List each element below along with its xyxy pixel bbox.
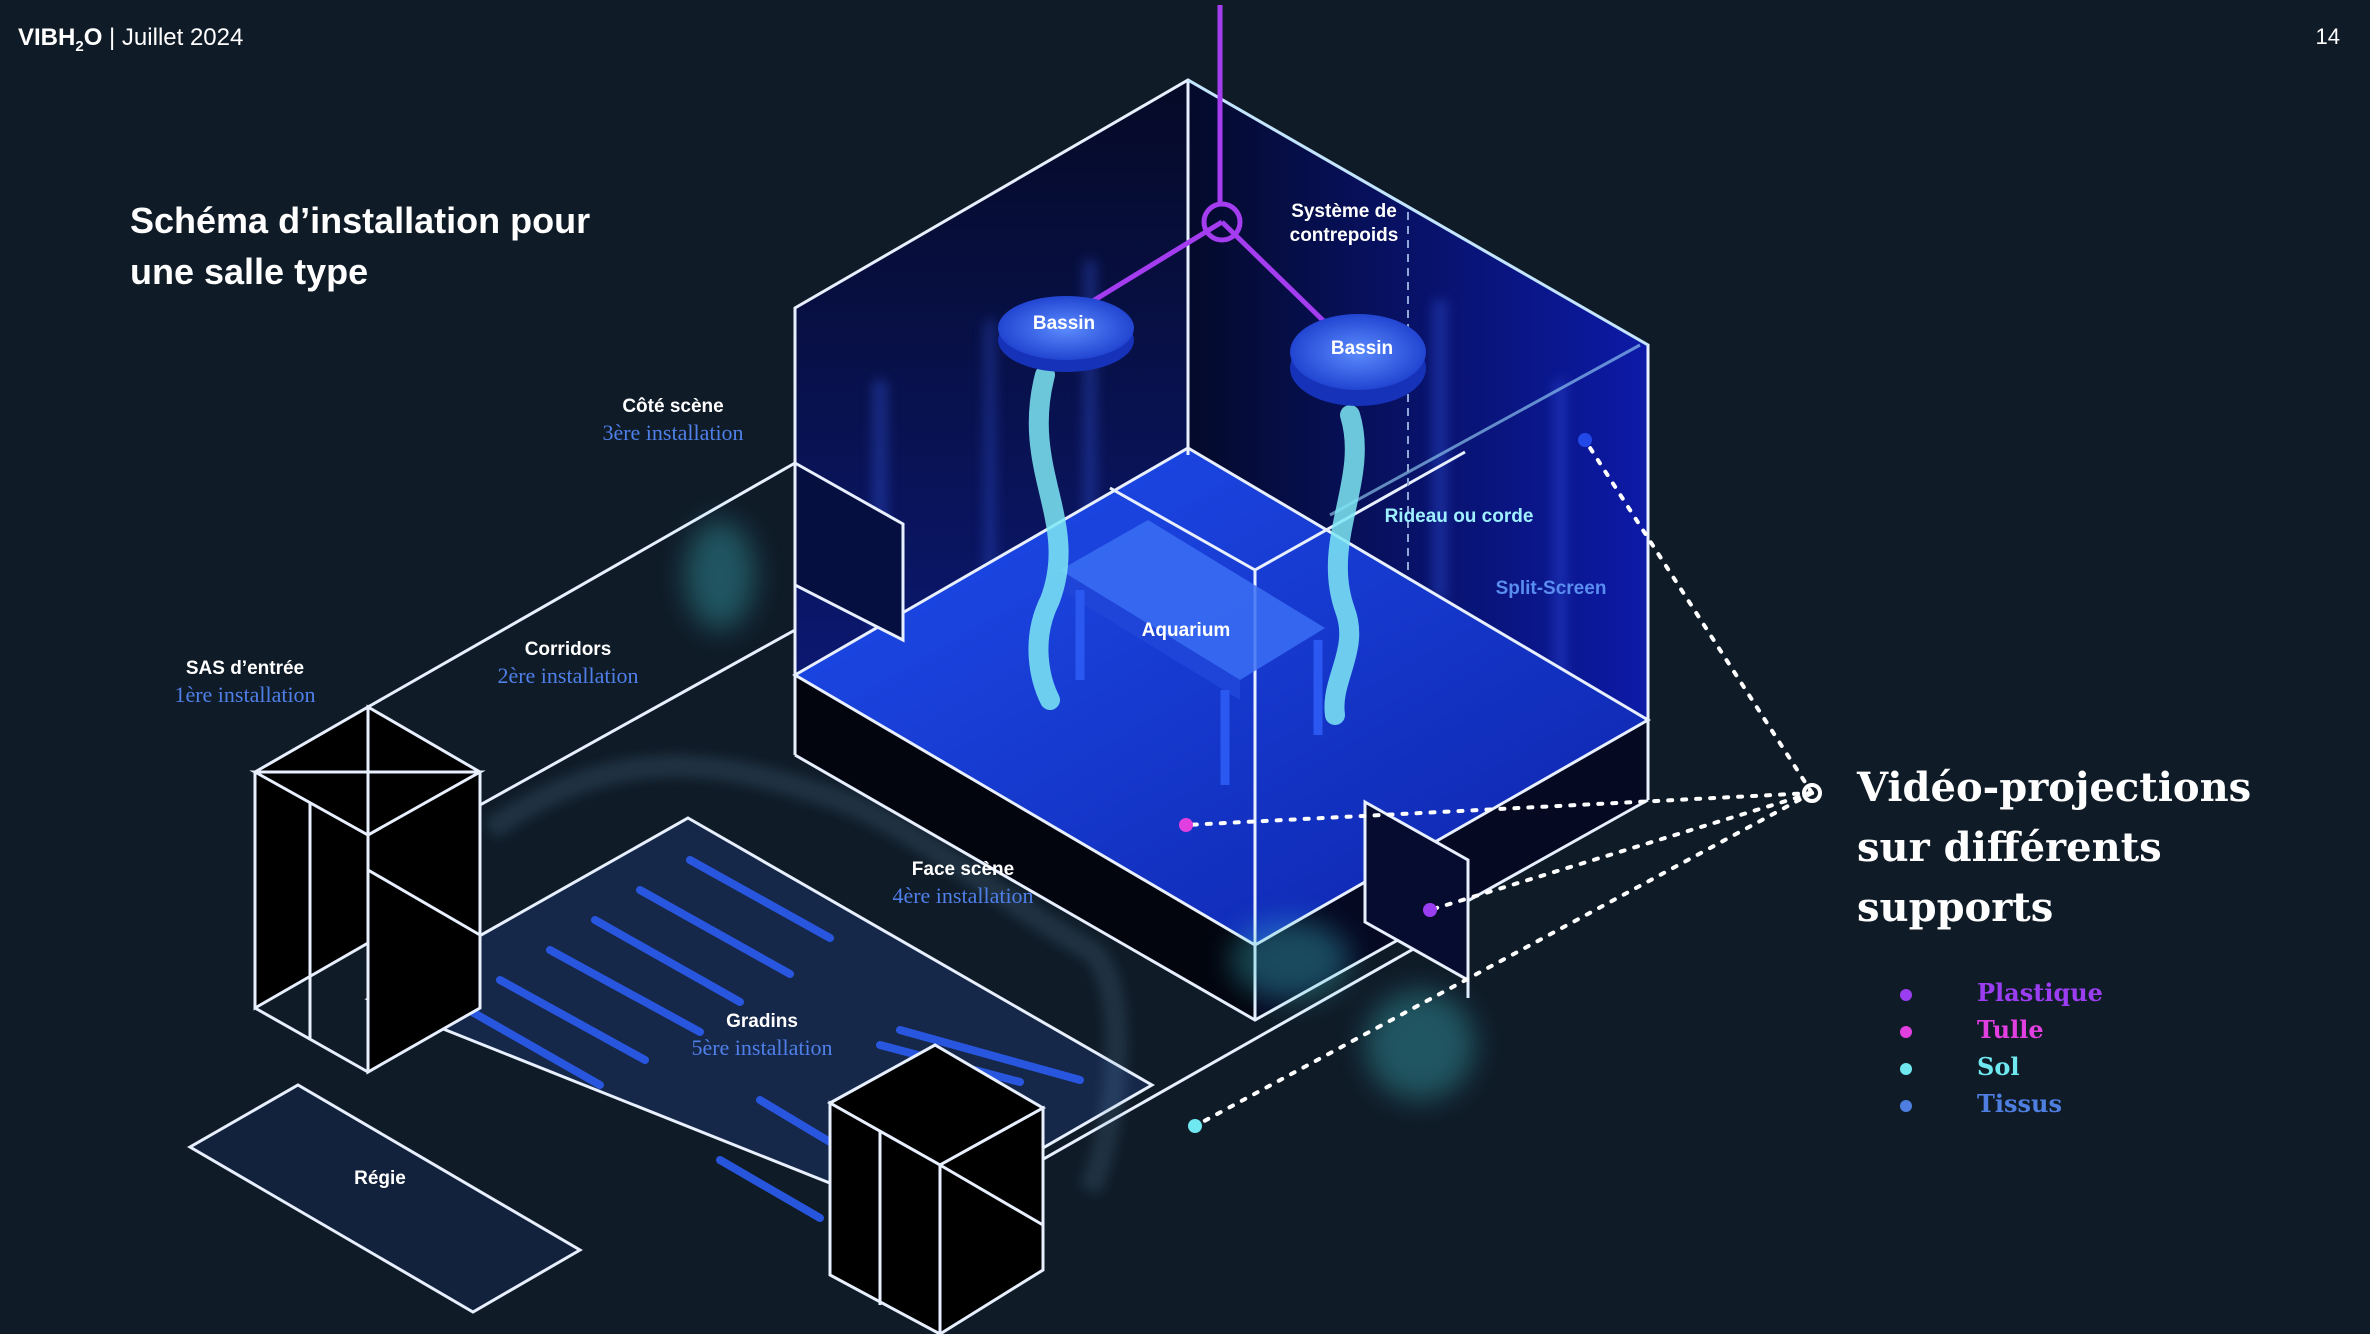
label-split-screen: Split-Screen xyxy=(1495,578,1607,599)
label-bassin-right: Bassin xyxy=(1330,338,1394,359)
label-face-scene: Face scène 4ère installation xyxy=(892,859,1034,908)
label-corridors: Corridors 2ère installation xyxy=(497,639,639,688)
label-rideau: Rideau ou corde xyxy=(1384,506,1534,527)
label-sas: SAS d’entrée 1ère installation xyxy=(174,658,316,707)
label-regie: Régie xyxy=(354,1168,406,1189)
legend-dot-icon xyxy=(1900,1026,1912,1038)
aquarium-table xyxy=(1060,520,1325,785)
sas-booth xyxy=(249,704,486,1075)
bassin-right xyxy=(1290,314,1426,406)
stage-front-left xyxy=(795,675,1255,1020)
bassin-left xyxy=(998,296,1134,372)
regie-zone xyxy=(187,1083,583,1314)
cote-scene-screen xyxy=(793,460,905,643)
gradins-seats xyxy=(456,856,1084,1222)
header-date: | Juillet 2024 xyxy=(109,24,244,51)
projection-dots xyxy=(1179,433,1592,1133)
gradins-booth xyxy=(826,1043,1047,1334)
page-number: 14 xyxy=(2315,24,2340,49)
projection-title: Vidéo-projections sur différents support… xyxy=(1857,764,2252,931)
legend-dot-icon xyxy=(1900,1100,1912,1112)
label-contrepoids: Système de contrepoids xyxy=(1289,201,1399,246)
corridor-outline xyxy=(367,461,1470,1180)
label-bassin-left: Bassin xyxy=(1032,313,1096,334)
ropes xyxy=(1028,365,1365,725)
page-title: Schéma d’installation pour une salle typ… xyxy=(130,200,591,292)
label-cote-scene: Côté scène 3ère installation xyxy=(602,396,744,445)
label-gradins: Gradins 5ère installation xyxy=(691,1011,833,1060)
header-brand: VIBH2O | Juillet 2024 xyxy=(18,24,244,55)
label-aquarium: Aquarium xyxy=(1141,620,1231,641)
projection-lines xyxy=(1184,438,1814,1128)
projection-hub xyxy=(1802,783,1822,803)
legend-dot-icon xyxy=(1900,1063,1912,1075)
back-wall-right xyxy=(1188,80,1648,720)
legend-dot-icon xyxy=(1900,989,1912,1001)
